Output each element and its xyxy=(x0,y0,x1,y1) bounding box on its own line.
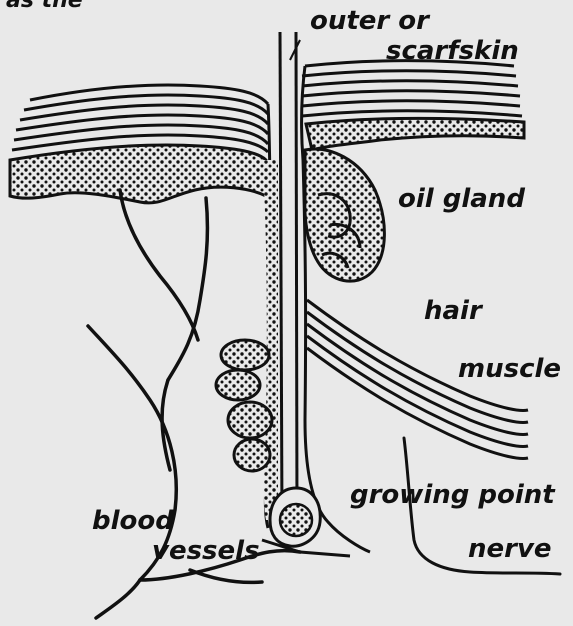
dermis-right xyxy=(306,118,524,150)
outer-skin-label-line2: scarfskin xyxy=(386,38,519,64)
growing-point-label: growing point xyxy=(350,482,555,508)
muscle-label: muscle xyxy=(458,356,561,382)
outer-skin-left xyxy=(12,85,268,152)
nerve-label: nerve xyxy=(468,536,552,562)
vessels-label: vessels xyxy=(152,538,260,564)
top-cut-text: as the xyxy=(6,0,83,12)
hair-bulb xyxy=(262,488,350,556)
outer-skin-right xyxy=(302,61,522,116)
outer-skin-label-line1: outer or xyxy=(310,8,429,34)
oil-gland-label: oil gland xyxy=(398,186,525,212)
blood-label: blood xyxy=(92,508,174,534)
hair-label: hair xyxy=(424,298,482,324)
oil-gland-shape xyxy=(305,149,385,281)
lower-gland-lobes xyxy=(216,340,272,471)
hair-shaft xyxy=(280,32,297,520)
dermis-left xyxy=(10,145,266,203)
